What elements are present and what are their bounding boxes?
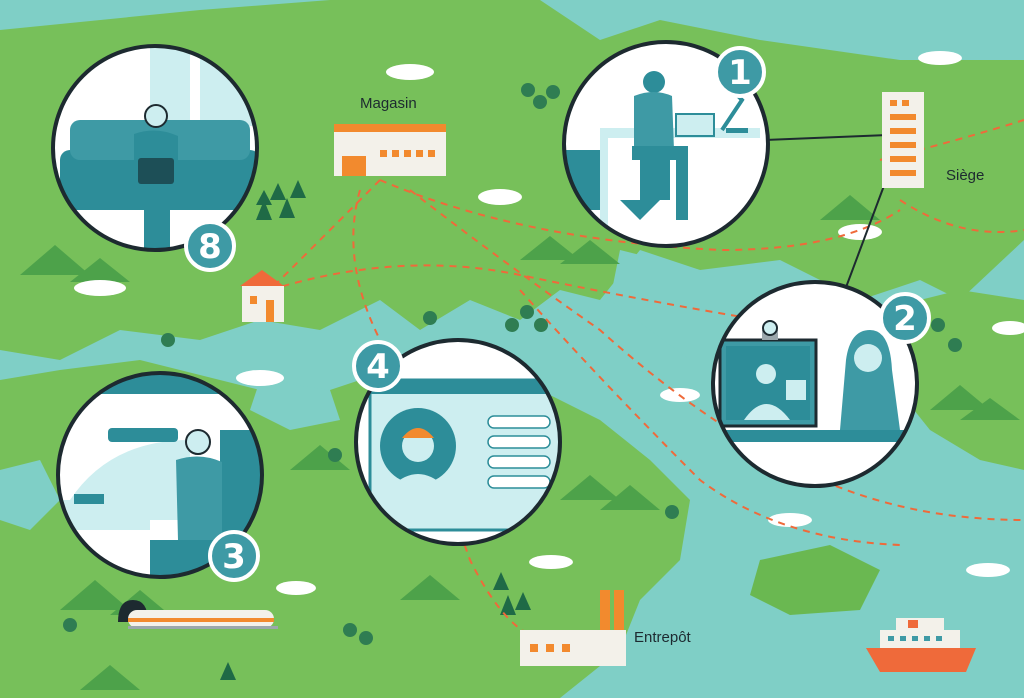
- svg-text:2: 2: [893, 299, 917, 339]
- headquarters-label: Siège: [946, 167, 984, 184]
- cloud-icon: [236, 370, 284, 386]
- house-icon: [240, 270, 284, 322]
- cloud-icon: [478, 189, 522, 205]
- pine-trees: [220, 180, 531, 680]
- trees: [63, 83, 962, 645]
- scene-train-passenger: [56, 371, 264, 579]
- ship-icon: [866, 618, 976, 672]
- badge-2: 2: [879, 292, 931, 344]
- tree-icon: [359, 631, 373, 645]
- svg-text:3: 3: [222, 537, 246, 577]
- cloud-icon: [386, 64, 434, 80]
- svg-text:4: 4: [366, 347, 390, 387]
- badge-1: 1: [714, 46, 766, 98]
- tree-icon: [931, 318, 945, 332]
- scene-desk-worker: [562, 40, 770, 248]
- cloud-icon: [992, 321, 1024, 335]
- cloud-icon: [276, 581, 316, 595]
- tree-icon: [520, 305, 534, 319]
- train-icon: [118, 600, 278, 629]
- warehouse-icon: [520, 590, 626, 666]
- cloud-icon: [74, 280, 126, 296]
- badge-3: 3: [208, 530, 260, 582]
- tree-icon: [665, 505, 679, 519]
- scene-home-worker: [51, 44, 259, 252]
- tree-icon: [343, 623, 357, 637]
- svg-text:1: 1: [728, 53, 752, 93]
- cloud-icon: [529, 555, 573, 569]
- svg-text:8: 8: [198, 227, 222, 267]
- tree-icon: [328, 448, 342, 462]
- store-icon: [334, 124, 446, 176]
- warehouse-label: Entrepôt: [634, 629, 692, 646]
- tree-icon: [948, 338, 962, 352]
- tree-icon: [423, 311, 437, 325]
- cloud-icon: [966, 563, 1010, 577]
- tree-icon: [534, 318, 548, 332]
- cloud-icon: [838, 224, 882, 240]
- water-channels: [0, 250, 760, 530]
- badge-8: 8: [184, 220, 236, 272]
- tree-icon: [505, 318, 519, 332]
- clouds: [74, 51, 1024, 595]
- headquarters-building-icon: [882, 92, 924, 188]
- scene-video-call: [711, 280, 919, 488]
- badge-4: 4: [352, 340, 404, 392]
- cloud-icon: [768, 513, 812, 527]
- store-label: Magasin: [360, 95, 417, 112]
- tree-icon: [161, 333, 175, 347]
- tree-icon: [521, 83, 535, 97]
- tree-icon: [533, 95, 547, 109]
- tree-icon: [546, 85, 560, 99]
- tree-icon: [63, 618, 77, 632]
- cloud-icon: [918, 51, 962, 65]
